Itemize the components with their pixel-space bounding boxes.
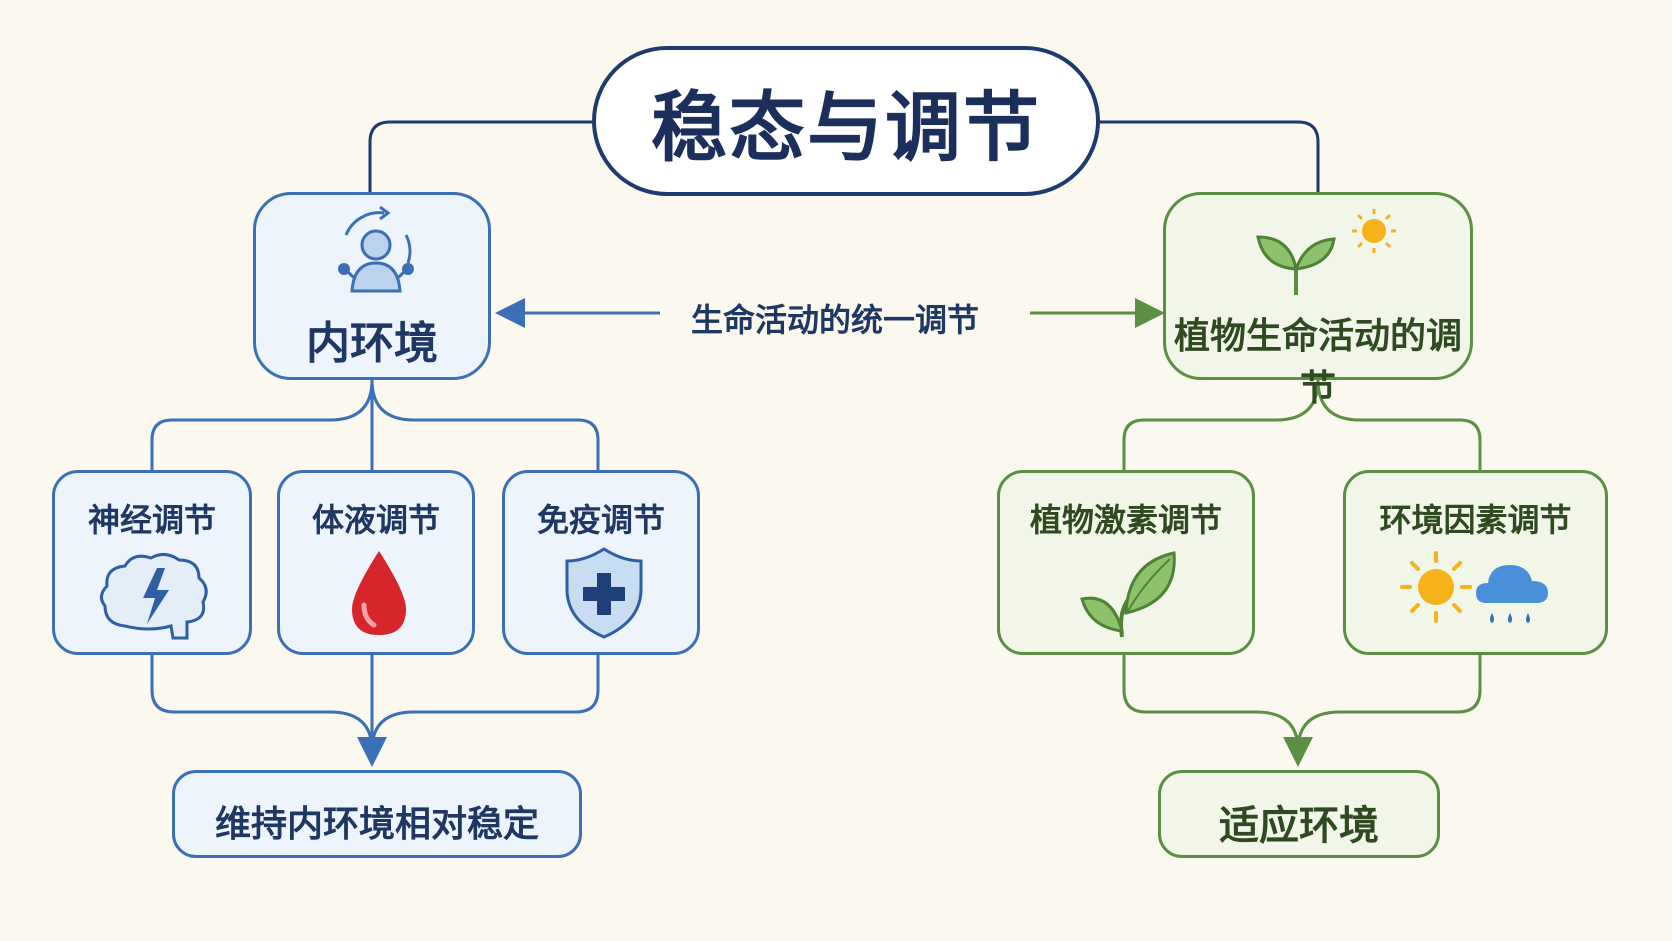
nervous-regulation-label: 神经调节 — [87, 501, 216, 539]
page-title: 稳态与调节 — [651, 83, 1041, 172]
title-box: 稳态与调节 — [592, 46, 1100, 196]
immune-regulation-node: 免疫调节 — [502, 470, 700, 655]
environment-factors-label: 环境因素调节 — [1379, 501, 1572, 539]
plant-hormone-node: 植物激素调节 — [997, 470, 1255, 655]
plant-regulation-node: 植物生命活动的调节 — [1163, 192, 1473, 409]
shield-plus-icon — [565, 547, 643, 639]
inner-environment-node: 内环境 — [253, 192, 491, 380]
left-children-to-result — [150, 655, 600, 751]
left-result-node: 维持内环境相对稳定 — [172, 770, 582, 858]
inner-environment-label: 内环境 — [306, 318, 438, 369]
person-cycle-icon — [338, 205, 414, 293]
right-result-node: 适应环境 — [1158, 770, 1440, 858]
immune-regulation-label: 免疫调节 — [536, 501, 665, 539]
center-label: 生命活动的统一调节 — [690, 301, 979, 339]
sprout-sun-icon — [1256, 209, 1396, 295]
sun-rain-icon — [1400, 551, 1548, 623]
title-to-right-line — [1100, 120, 1320, 192]
title-to-left-line — [368, 120, 592, 192]
right-children-to-result — [1122, 655, 1482, 751]
plant-hormone-label: 植物激素调节 — [1029, 501, 1222, 539]
humoral-regulation-node: 体液调节 — [277, 470, 475, 655]
plant-regulation-label: 植物生命活动的调节 — [1173, 316, 1462, 409]
right-main-to-children — [1122, 379, 1482, 470]
nervous-regulation-node: 神经调节 — [52, 470, 252, 655]
left-result-label: 维持内环境相对稳定 — [214, 804, 539, 845]
left-main-to-children — [150, 379, 600, 470]
humoral-regulation-label: 体液调节 — [311, 501, 440, 539]
brain-lightning-icon — [100, 553, 208, 640]
right-result-label: 适应环境 — [1219, 803, 1379, 849]
blood-drop-icon — [352, 551, 406, 635]
environment-factors-node: 环境因素调节 — [1343, 470, 1608, 655]
leaf-icon — [1080, 551, 1176, 638]
